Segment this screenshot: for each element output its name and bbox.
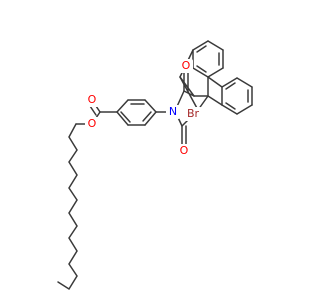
bond bbox=[236, 104, 253, 115]
bond bbox=[207, 67, 224, 78]
atom-bg bbox=[166, 105, 180, 119]
molecule-canvas: O N O Br O O bbox=[57, 40, 253, 291]
molecule-structure: O N O Br O O bbox=[57, 40, 253, 291]
bond bbox=[207, 76, 223, 88]
bond bbox=[142, 111, 152, 122]
atom-bg bbox=[183, 107, 202, 121]
bond bbox=[207, 95, 223, 106]
atom-bg bbox=[177, 144, 191, 158]
atom-bg bbox=[179, 59, 193, 73]
atom-bg bbox=[85, 93, 99, 107]
bond bbox=[192, 67, 209, 78]
bond bbox=[221, 77, 238, 88]
bond bbox=[196, 65, 207, 73]
bond bbox=[221, 104, 238, 115]
bond bbox=[116, 111, 129, 126]
bonds bbox=[57, 40, 253, 291]
atoms: O N O Br O O bbox=[85, 59, 202, 158]
oxygen-top-label: O bbox=[182, 59, 191, 72]
nitrogen-label: N bbox=[169, 105, 177, 118]
oxygen-bottom-label: O bbox=[180, 144, 189, 157]
ester-carbonyl-oxygen-label: O bbox=[88, 93, 97, 106]
bond bbox=[183, 90, 195, 97]
bond bbox=[236, 77, 253, 88]
alkyl-chain bbox=[57, 123, 78, 291]
bond bbox=[207, 40, 224, 51]
bond bbox=[192, 40, 209, 51]
bond bbox=[225, 82, 236, 90]
bond bbox=[196, 45, 207, 53]
bond bbox=[144, 111, 157, 126]
bond bbox=[116, 99, 129, 113]
atom-bg bbox=[85, 117, 99, 131]
bond bbox=[144, 99, 157, 113]
bond bbox=[225, 102, 236, 110]
bromine-label: Br bbox=[187, 107, 200, 120]
ester-ether-oxygen-label: O bbox=[88, 117, 97, 130]
bond bbox=[120, 111, 131, 123]
